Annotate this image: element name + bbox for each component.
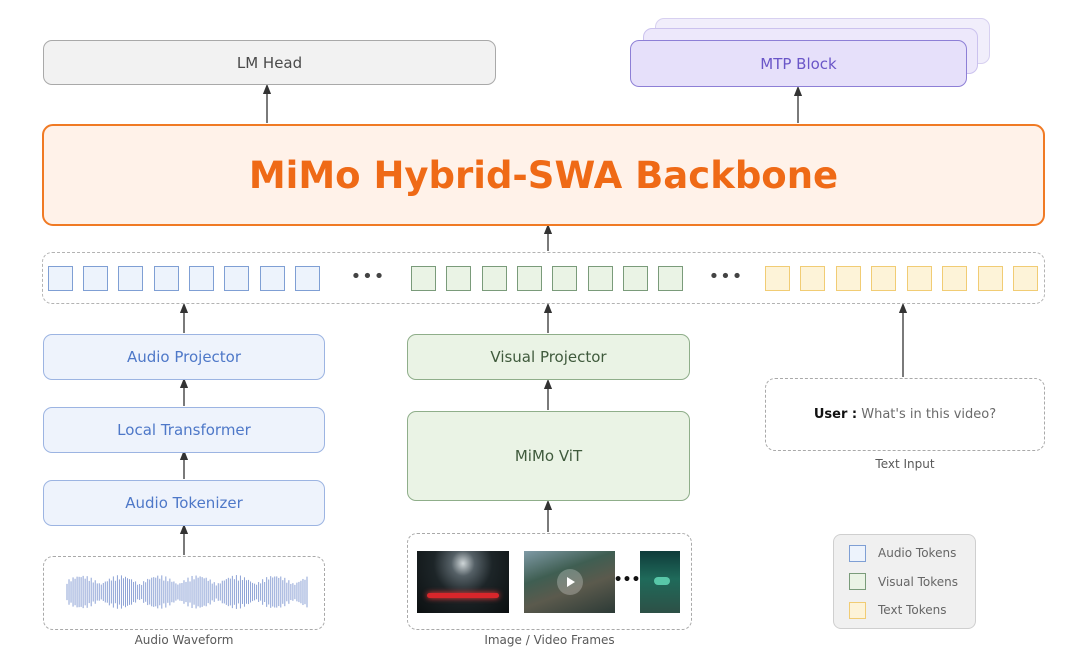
- mtp-block-box: MTP Block: [630, 40, 967, 87]
- audio-token: [154, 266, 179, 291]
- audio-tokenizer-box: Audio Tokenizer: [43, 480, 325, 526]
- frames-ellipsis: •••: [613, 572, 641, 588]
- audio-token: [48, 266, 73, 291]
- user-message: User : What's in this video?: [814, 407, 996, 422]
- video-frame-image: [417, 551, 509, 613]
- legend-audio-swatch: [849, 545, 866, 562]
- audio-waveform-panel: [43, 556, 325, 630]
- audio-token: [83, 266, 108, 291]
- lm-head-box: LM Head: [43, 40, 496, 85]
- text-token: [1013, 266, 1038, 291]
- visual-token: [446, 266, 471, 291]
- text-token: [871, 266, 896, 291]
- audio-tokenizer-label: Audio Tokenizer: [125, 494, 243, 512]
- visual-token: [658, 266, 683, 291]
- legend-visual-label: Visual Tokens: [878, 575, 959, 589]
- visual-token: [552, 266, 577, 291]
- visual-projector-label: Visual Projector: [490, 348, 607, 366]
- audio-waveform-icon: [66, 575, 308, 609]
- play-triangle-icon: [566, 577, 575, 587]
- video-frames-caption: Image / Video Frames: [484, 633, 615, 647]
- local-transformer-label: Local Transformer: [117, 421, 251, 439]
- mimo-vit-box: MiMo ViT: [407, 411, 690, 501]
- audio-token: [295, 266, 320, 291]
- text-token: [907, 266, 932, 291]
- user-prompt: What's in this video?: [861, 407, 997, 422]
- audio-token: [260, 266, 285, 291]
- legend-text-swatch: [849, 602, 866, 619]
- text-token: [978, 266, 1003, 291]
- text-token: [800, 266, 825, 291]
- backbone-box: MiMo Hybrid-SWA Backbone: [42, 124, 1045, 226]
- legend-audio-label: Audio Tokens: [878, 546, 957, 560]
- token-ellipsis-2: •••: [708, 265, 744, 287]
- text-token: [836, 266, 861, 291]
- audio-token: [118, 266, 143, 291]
- legend-visual-swatch: [849, 573, 866, 590]
- text-token: [942, 266, 967, 291]
- audio-projector-label: Audio Projector: [126, 348, 242, 366]
- local-transformer-box: Local Transformer: [43, 407, 325, 453]
- audio-token: [224, 266, 249, 291]
- play-icon[interactable]: [556, 569, 583, 595]
- legend-text-label: Text Tokens: [878, 603, 947, 617]
- audio-projector-box: Audio Projector: [43, 334, 325, 380]
- lm-head-label: LM Head: [236, 53, 303, 72]
- video-frame-video[interactable]: [524, 551, 615, 613]
- user-label: User :: [813, 407, 858, 422]
- token-sequence: [42, 252, 1045, 304]
- mimo-vit-label: MiMo ViT: [514, 447, 583, 465]
- visual-projector-box: Visual Projector: [407, 334, 690, 380]
- token-ellipsis-1: •••: [350, 265, 386, 287]
- visual-token: [482, 266, 507, 291]
- visual-token: [623, 266, 648, 291]
- text-input-panel[interactable]: User : What's in this video?: [765, 378, 1045, 451]
- visual-token: [588, 266, 613, 291]
- legend: Audio Tokens Visual Tokens Text Tokens: [833, 534, 976, 629]
- video-frame-partial: [640, 551, 680, 613]
- car-taillight-shape: [427, 593, 499, 598]
- backbone-label: MiMo Hybrid-SWA Backbone: [248, 153, 839, 197]
- visual-token: [517, 266, 542, 291]
- text-token: [765, 266, 790, 291]
- mtp-block-label: MTP Block: [760, 54, 837, 73]
- audio-waveform-caption: Audio Waveform: [134, 633, 234, 647]
- visual-token: [411, 266, 436, 291]
- audio-token: [189, 266, 214, 291]
- text-input-caption: Text Input: [875, 457, 935, 471]
- car-shape: [654, 577, 670, 585]
